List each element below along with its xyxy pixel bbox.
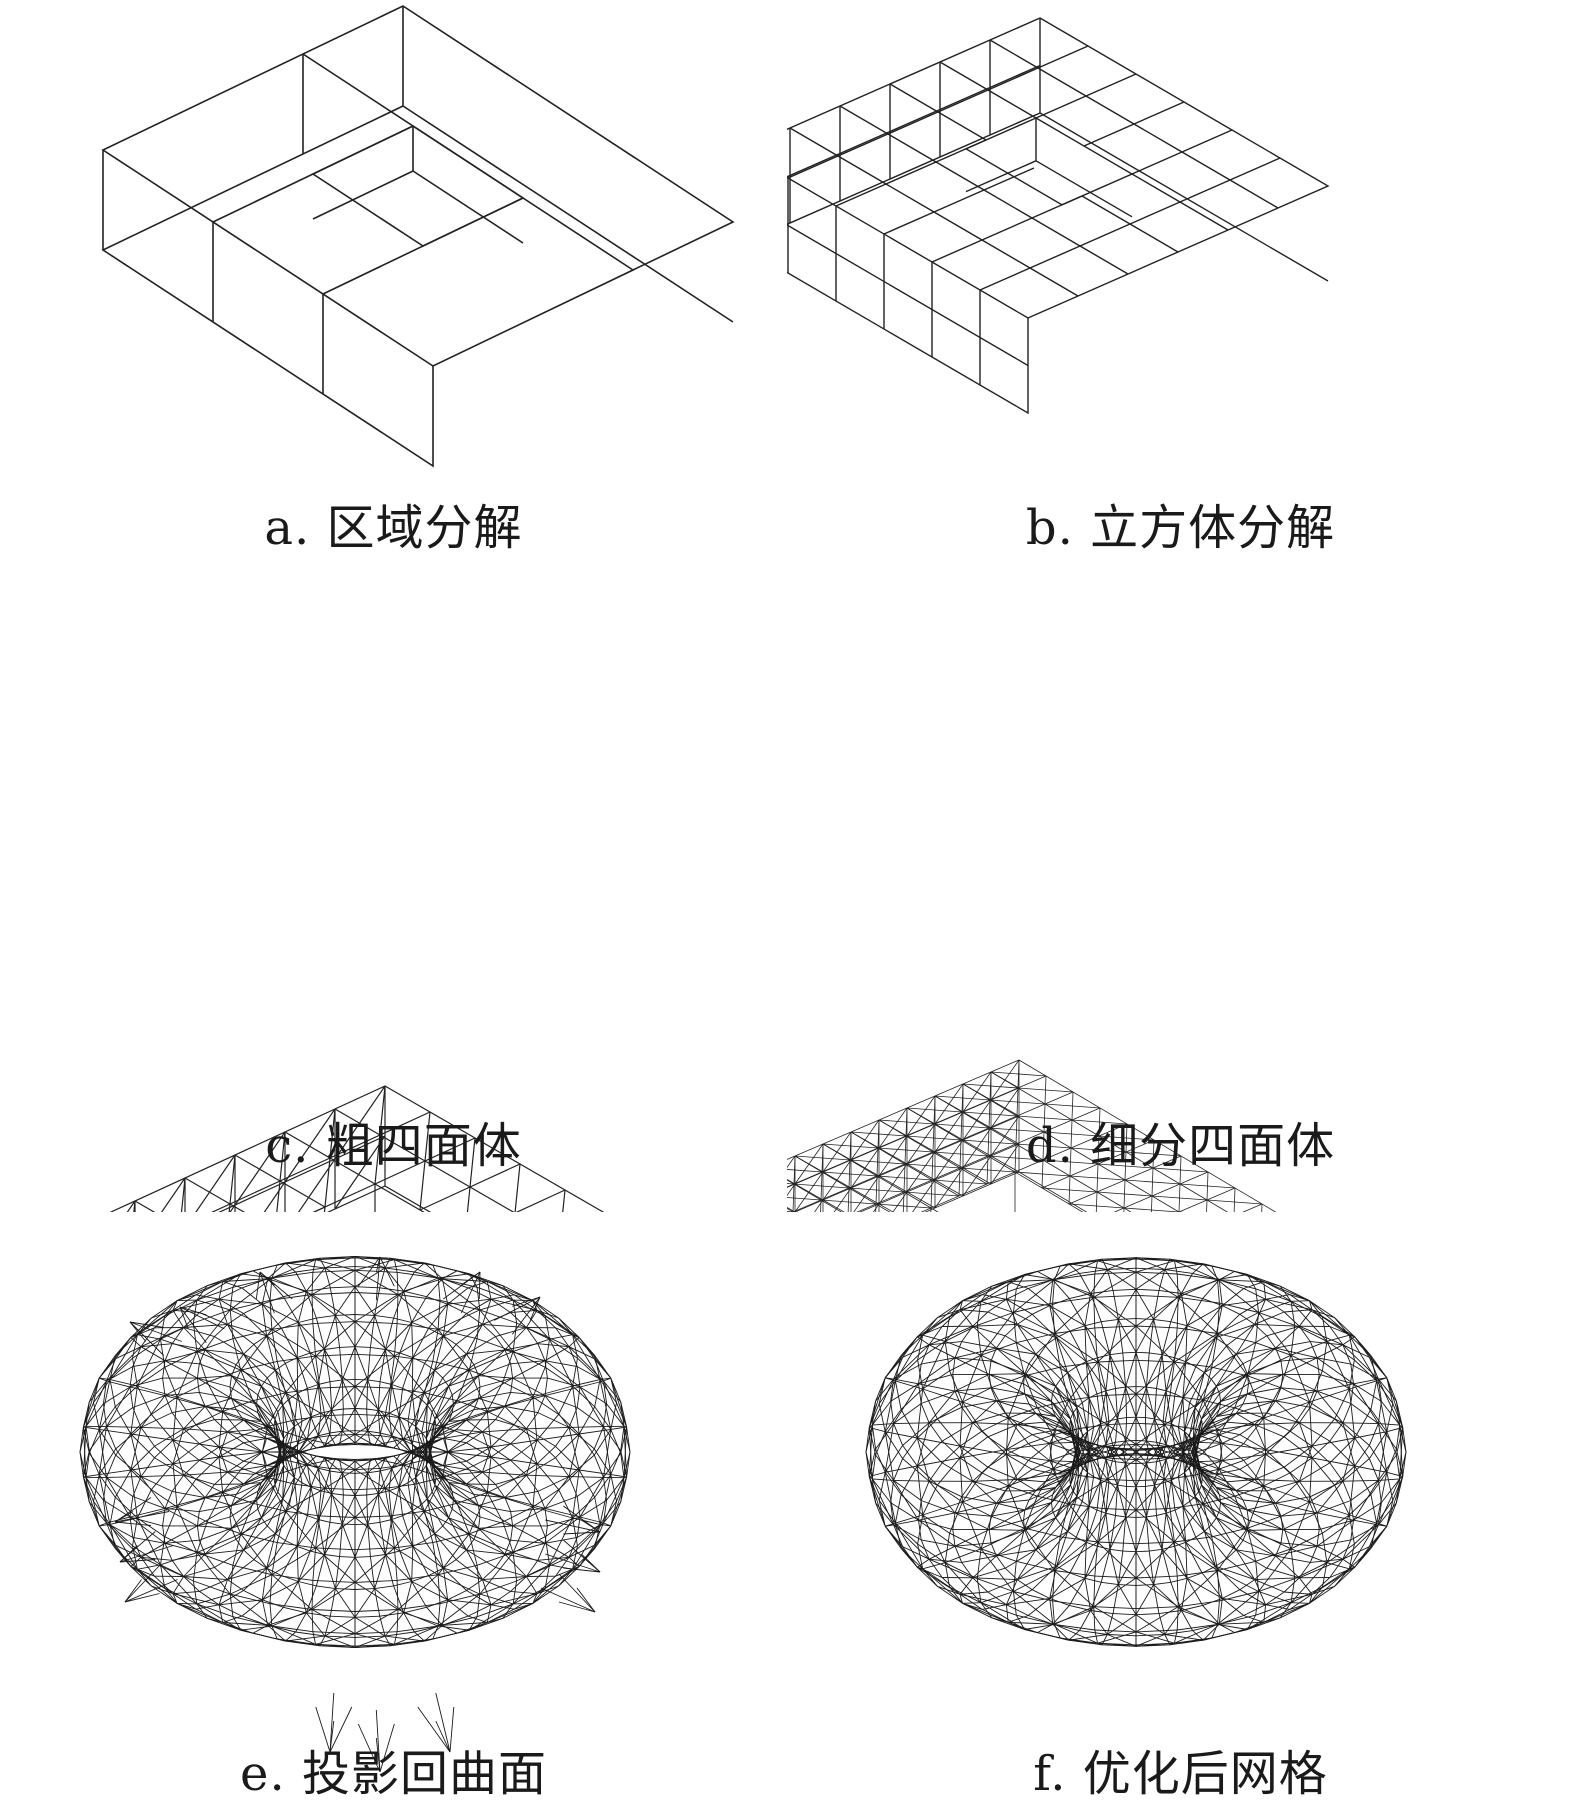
panel-b-cube-decomposition: b. 立方体分解 (787, 0, 1574, 606)
tet-wireframe-c (109, 1085, 605, 1212)
panel-a-domain-decomposition: a. 区域分解 (0, 0, 787, 606)
cube-grid-wireframe-b (787, 17, 1330, 415)
caption-e: e. 投影回曲面 (240, 1746, 547, 1802)
caption-c: c. 粗四面体 (265, 1118, 522, 1174)
panel-f-optimized-mesh: f. 优化后网格 (787, 1212, 1574, 1818)
torus-wireframe-e (79, 1256, 631, 1773)
box-wireframe-a (101, 5, 735, 468)
caption-d: d. 细分四面体 (1025, 1118, 1336, 1174)
caption-f: f. 优化后网格 (1033, 1746, 1328, 1802)
torus-wireframe-f (865, 1257, 1407, 1647)
caption-b: b. 立方体分解 (1025, 500, 1336, 556)
caption-a: a. 区域分解 (264, 500, 523, 556)
tet-wireframe-d (787, 1059, 1277, 1212)
panel-d-refined-tetrahedra: d. 细分四面体 (787, 606, 1574, 1212)
panel-e-projected-surface: e. 投影回曲面 (0, 1212, 787, 1818)
panel-c-coarse-tetrahedra: c. 粗四面体 (0, 606, 787, 1212)
